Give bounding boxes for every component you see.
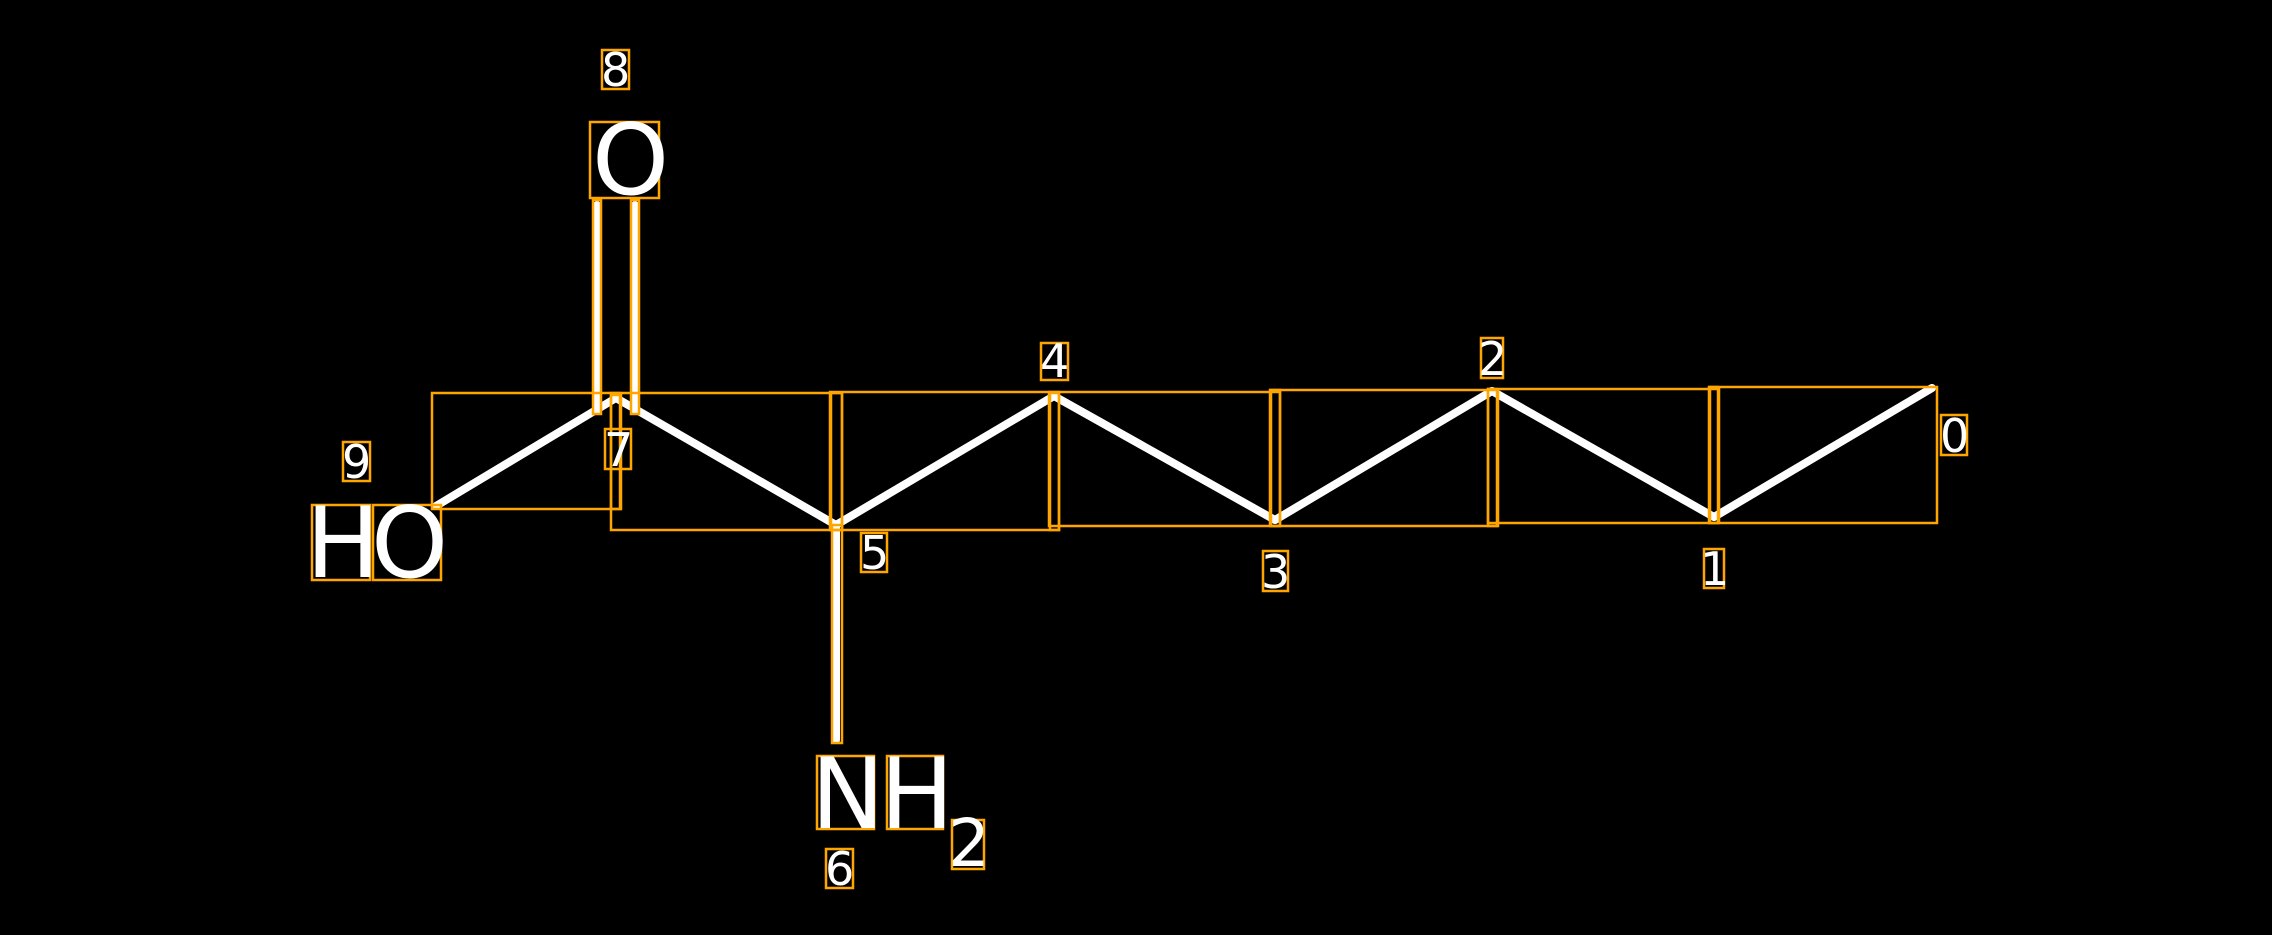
- bbox-vertical-7: [609, 393, 623, 511]
- bond-5-7: [612, 394, 840, 529]
- atom-labels: O H O N H 2: [306, 104, 990, 882]
- atom-index-4: 4: [1040, 334, 1069, 388]
- atom-index-7: 7: [604, 423, 633, 477]
- bbox-atom-O9: [371, 503, 443, 582]
- bbox-atom-N6: [815, 754, 876, 831]
- bbox-index-4: [1039, 341, 1070, 382]
- atom-index-5: 5: [860, 526, 889, 580]
- bbox-vertical-1: [1707, 385, 1720, 525]
- bbox-index-6: [824, 847, 855, 890]
- atom-index-6: 6: [825, 842, 854, 896]
- atom-label-O8: O: [592, 104, 669, 218]
- atom-label-N6: N: [811, 738, 884, 852]
- bond-4-5: [832, 392, 1058, 529]
- bbox-index-3: [1261, 549, 1290, 593]
- bbox-vertical-2: [1486, 387, 1499, 528]
- atom-label-subscript-2: 2: [948, 805, 990, 882]
- bond-2-3: [1271, 387, 1496, 524]
- bbox-index-0: [1939, 413, 1969, 457]
- bbox-atom-H6: [885, 754, 945, 831]
- bonds: [432, 201, 1936, 744]
- atom-index-8: 8: [601, 43, 630, 97]
- bbox-index-2: [1479, 336, 1505, 380]
- bbox-vertical-5: [829, 391, 844, 532]
- bbox-vertical-4: [1048, 391, 1061, 532]
- bbox-index-9: [341, 440, 372, 483]
- atom-index-2: 2: [1478, 332, 1507, 386]
- bond-7-9: [432, 394, 620, 510]
- atom-index-9: 9: [342, 435, 371, 489]
- bbox-atom-O8: [588, 120, 661, 200]
- bbox-index-7: [603, 427, 633, 471]
- bbox-atom-H9: [310, 503, 372, 582]
- bond-3-4: [1050, 392, 1279, 524]
- bounding-boxes: [310, 48, 1969, 890]
- atom-label-H6: H: [880, 738, 954, 852]
- bbox-index-1: [1702, 547, 1726, 590]
- bbox-bond-7-8-a: [591, 198, 603, 416]
- atom-indices: 0 1 2 3 4 5 6 7 8 9: [342, 43, 1969, 896]
- atom-label-H9: H: [306, 487, 380, 601]
- bbox-bond-7-8-b: [629, 198, 641, 416]
- bond-0-1: [1710, 384, 1936, 521]
- atom-index-1: 1: [1700, 542, 1729, 596]
- atom-label-O9: O: [371, 487, 448, 601]
- bbox-index-5: [859, 531, 889, 574]
- bbox-vertical-3: [1268, 388, 1282, 528]
- atom-index-0: 0: [1940, 409, 1969, 463]
- bond-1-2: [1488, 387, 1718, 521]
- bbox-atom-sub2: [950, 818, 986, 871]
- bbox-bond-5-6: [830, 523, 844, 745]
- atom-index-3: 3: [1261, 545, 1290, 599]
- bbox-index-8: [600, 48, 631, 91]
